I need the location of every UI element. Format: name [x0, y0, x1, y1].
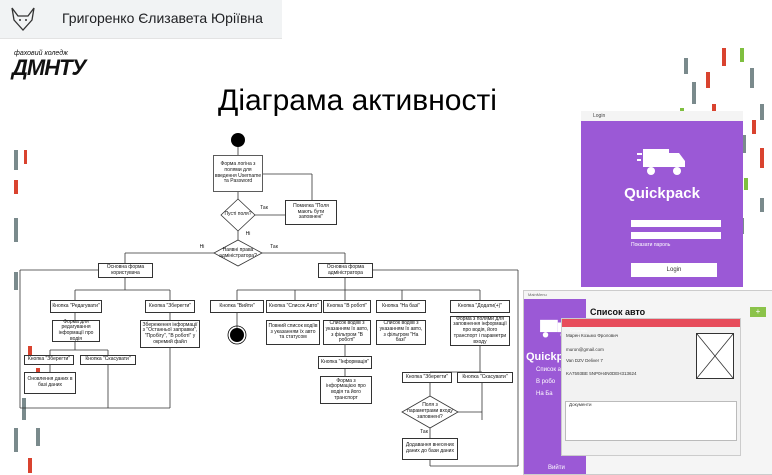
username-input[interactable] [631, 220, 721, 227]
end-node [230, 328, 244, 342]
login-title: Login [581, 111, 743, 121]
save3-button-node: Кнопка "Зберегти" [402, 372, 452, 383]
password-input[interactable] [631, 232, 721, 239]
label-yes-3: Так [420, 429, 428, 436]
show-password-checkbox[interactable]: Показати пароль [631, 242, 671, 248]
sidebar-item-onbase[interactable]: На Ба [536, 391, 553, 397]
login-app-name: Quickpack [624, 185, 700, 202]
label-no: Ні [199, 244, 205, 251]
edit-button-node: Кнопка "Редагувати" [50, 300, 102, 313]
label-yes-2: Так [270, 244, 278, 251]
decision-empty-label: Пусті поля? [224, 211, 252, 218]
driver-photo-placeholder [696, 333, 734, 379]
exit-button-node: Кнопка "Вийти" [210, 300, 264, 313]
info-button-node: Кнопка "Інформація" [318, 356, 372, 369]
driver-email: muron@gmail.com [566, 347, 604, 352]
exit-button[interactable]: Вийти [548, 465, 565, 471]
driver-info-window: DriverInfo Марен Козьмо Фролович muron@g… [561, 318, 741, 456]
onbase-button-node: Кнопка "На базі" [376, 300, 426, 313]
user-form-node: Основна форма користувача [98, 263, 153, 278]
presenter-bar: Григоренко Єлизавета Юріївна [0, 0, 282, 39]
add-db-node: Додавання внесених даних до бази даних [402, 438, 458, 460]
cars-window-title: MainMenu [528, 292, 547, 297]
decision-empty-fields [220, 198, 256, 232]
login-window-screenshot: Login Quickpack Показати пароль Login [581, 111, 743, 287]
sidebar-item-inwork[interactable]: В робо [536, 379, 556, 385]
decision-admin-label: Наявні права адміністратора? [219, 247, 257, 259]
label-yes: Так [260, 205, 268, 212]
info-form-node: Форма з інформацією про водія та його тр… [320, 376, 372, 404]
login-form-node: Форма логіна з полями для введення Usern… [213, 155, 263, 192]
list-button-node: Кнопка "Список Авто" [266, 300, 322, 313]
truck-icon [637, 149, 685, 175]
inwork-button-node: Кнопка "В роботі" [323, 300, 371, 313]
sidebar-item-list[interactable]: Список а [536, 367, 561, 373]
decision-params-label: Поля з параметрами входу заповнені? [407, 402, 453, 420]
save-info-node: Збереження інформації з "Останньої запра… [140, 320, 200, 348]
cars-app-name: Quickp [526, 351, 564, 363]
update-db-node: Оновлення даних в базі даних [24, 372, 76, 394]
admin-form-node: Основна форма адміністратора [318, 263, 373, 278]
documents-field[interactable]: Документи [565, 401, 737, 441]
fox-avatar-icon [11, 7, 35, 31]
start-node [231, 133, 245, 147]
decision-admin-rights [213, 239, 263, 267]
decision-params-filled [401, 395, 459, 429]
login-button[interactable]: Login [631, 263, 717, 277]
save-button-node: Кнопка "Зберегти" [145, 300, 195, 313]
add-button-node: Кнопка "Додати(+)" [450, 300, 510, 313]
driver-plate: KA7593BE 5NP0H4N0DEH313624 [566, 371, 637, 376]
user-name: Григоренко Єлизавета Юріївна [62, 10, 263, 26]
label-no-2: Ні [245, 231, 251, 238]
driver-name: Марен Козьмо Фролович [566, 333, 619, 338]
full-list-node: Повний список водіїв з указанням їх авто… [266, 320, 320, 345]
college-logo: ДМНТУ [12, 55, 86, 80]
driver-car: Van DZV Deliver 7 [566, 358, 603, 363]
inwork-list-node: Список водіїв з указанням їх авто, з філ… [323, 320, 371, 345]
add-form-node: Форма з полями для заповнення інформації… [450, 316, 510, 346]
college-label: фаховий коледж [14, 50, 68, 57]
driver-info-titlebar: DriverInfo [562, 319, 740, 333]
cancel2-button-node: Кнопка "Скасувати" [457, 372, 513, 383]
edit-form-node: Форма для редагування інформації про вод… [52, 319, 100, 342]
error-message-node: Помилка "Поля мають бути заповнені" [285, 200, 337, 225]
cancel-button-node: Кнопка "Скасувати" [80, 355, 136, 365]
onbase-list-node: Список водіїв з указанням їх авто, з філ… [376, 320, 426, 345]
add-car-button[interactable]: + [750, 307, 766, 317]
cars-list-header: Список авто [590, 307, 646, 317]
save2-button-node: Кнопка "Зберегти" [24, 355, 74, 365]
slide-title: Діаграма активності [218, 84, 497, 117]
